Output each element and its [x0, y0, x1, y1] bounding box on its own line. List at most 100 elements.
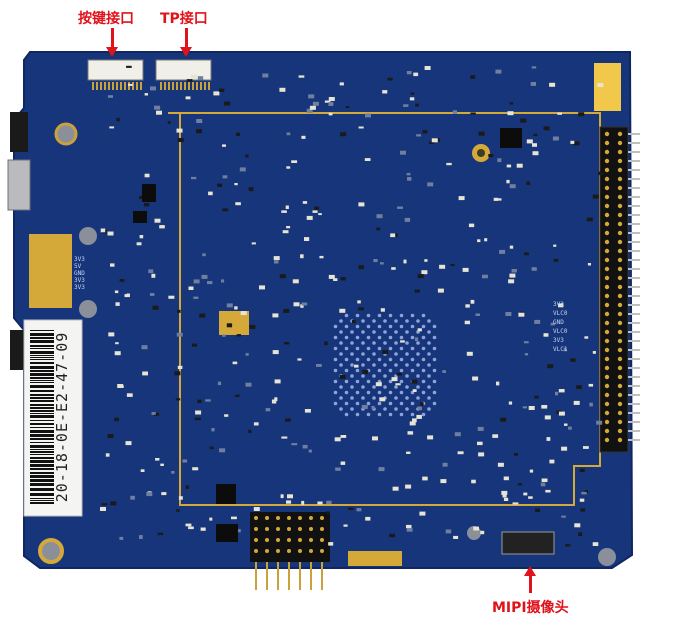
- header-pin-lead: [310, 562, 312, 590]
- connector-pin: [192, 82, 194, 90]
- smd-part: [412, 418, 417, 423]
- bga-pad: [405, 319, 409, 323]
- smd-part: [382, 350, 389, 355]
- smd-part: [174, 371, 181, 376]
- bga-pad: [416, 385, 420, 389]
- smd-part: [470, 112, 476, 115]
- header-pin: [320, 516, 324, 520]
- barcode-bar: [30, 438, 54, 440]
- connector-pin: [180, 82, 182, 90]
- mount-hole-bottom-left: [38, 538, 64, 564]
- smd-part: [253, 422, 259, 426]
- smd-part: [523, 492, 528, 496]
- connector-pin: [116, 82, 118, 90]
- barcode-bar: [30, 333, 54, 336]
- header-pin: [276, 516, 280, 520]
- smd-part: [523, 341, 529, 344]
- smd-part: [245, 154, 249, 158]
- smd-part: [409, 97, 415, 101]
- mount-hole-top-right-inner: [477, 149, 485, 157]
- bga-pad: [388, 412, 393, 417]
- bga-pad: [355, 412, 360, 417]
- smd-part: [415, 337, 419, 342]
- bga-pad: [432, 401, 437, 406]
- smd-part: [395, 383, 401, 386]
- header-pin: [604, 419, 610, 425]
- bga-pad: [355, 313, 360, 318]
- bga-pad: [372, 363, 376, 367]
- smd-part: [107, 231, 114, 236]
- smd-part: [259, 285, 265, 290]
- bga-pad: [427, 407, 431, 411]
- smd-part: [176, 509, 180, 512]
- header-pin: [617, 311, 623, 317]
- ic-chip-2: [216, 484, 236, 504]
- smd-part: [373, 259, 378, 263]
- connector-pin: [140, 82, 142, 90]
- smd-part: [417, 328, 422, 332]
- connector-pin: [160, 82, 162, 90]
- smd-part: [427, 435, 434, 440]
- header-pin: [287, 516, 291, 520]
- right-label: VLC0: [553, 310, 568, 317]
- smd-part: [480, 530, 485, 535]
- bga-pad: [416, 352, 420, 356]
- barcode-bar: [30, 400, 54, 402]
- smd-part: [541, 405, 548, 409]
- connector-pin: [136, 82, 138, 90]
- smd-part: [509, 184, 516, 189]
- bga-pad: [432, 335, 437, 340]
- bga-pad: [333, 401, 338, 406]
- smd-part: [561, 515, 566, 518]
- smd-part: [364, 158, 371, 161]
- header-pin: [604, 221, 610, 227]
- bga-pad: [361, 319, 365, 323]
- smd-part: [579, 498, 585, 502]
- barcode-bar: [30, 445, 54, 448]
- bga-pad: [427, 341, 431, 345]
- smd-part: [151, 412, 156, 415]
- bga-pad: [339, 385, 343, 389]
- smd-part: [380, 262, 384, 265]
- smd-part: [253, 507, 260, 511]
- smd-part: [417, 406, 422, 411]
- smd-part: [568, 426, 572, 430]
- smd-part: [416, 414, 422, 419]
- smd-part: [529, 469, 534, 473]
- connector-pin: [208, 82, 210, 90]
- bga-pad: [344, 368, 349, 373]
- smd-part: [396, 372, 402, 376]
- connector-pin: [172, 82, 174, 90]
- smd-part: [422, 476, 428, 481]
- smd-part: [248, 429, 252, 433]
- smd-part: [235, 202, 241, 206]
- connector-pin: [168, 82, 170, 90]
- bga-pad: [333, 346, 338, 351]
- smd-part: [358, 202, 365, 207]
- smd-part: [186, 79, 193, 82]
- smd-part: [458, 196, 465, 201]
- smd-part: [586, 217, 593, 222]
- bga-pad: [410, 368, 415, 373]
- barcode-bar: [30, 366, 54, 369]
- smd-part: [224, 101, 231, 106]
- smd-part: [319, 255, 324, 259]
- smd-part: [317, 501, 323, 505]
- smd-part: [409, 421, 416, 426]
- smd-part: [312, 101, 319, 106]
- header-pin: [604, 131, 610, 137]
- barcode-bar: [30, 330, 54, 331]
- smd-part: [471, 479, 476, 484]
- smd-part: [358, 265, 364, 270]
- smd-part: [217, 381, 222, 386]
- arrow-mipi-line: [529, 575, 532, 593]
- barcode-bar: [30, 359, 54, 360]
- smd-part: [563, 347, 567, 352]
- barcode-bar: [30, 498, 54, 499]
- smd-part: [101, 503, 108, 506]
- smd-part: [580, 508, 586, 512]
- smd-part: [382, 90, 388, 94]
- header-pin-lead: [628, 142, 640, 144]
- header-pin: [617, 356, 623, 362]
- barcode-bar: [30, 404, 54, 406]
